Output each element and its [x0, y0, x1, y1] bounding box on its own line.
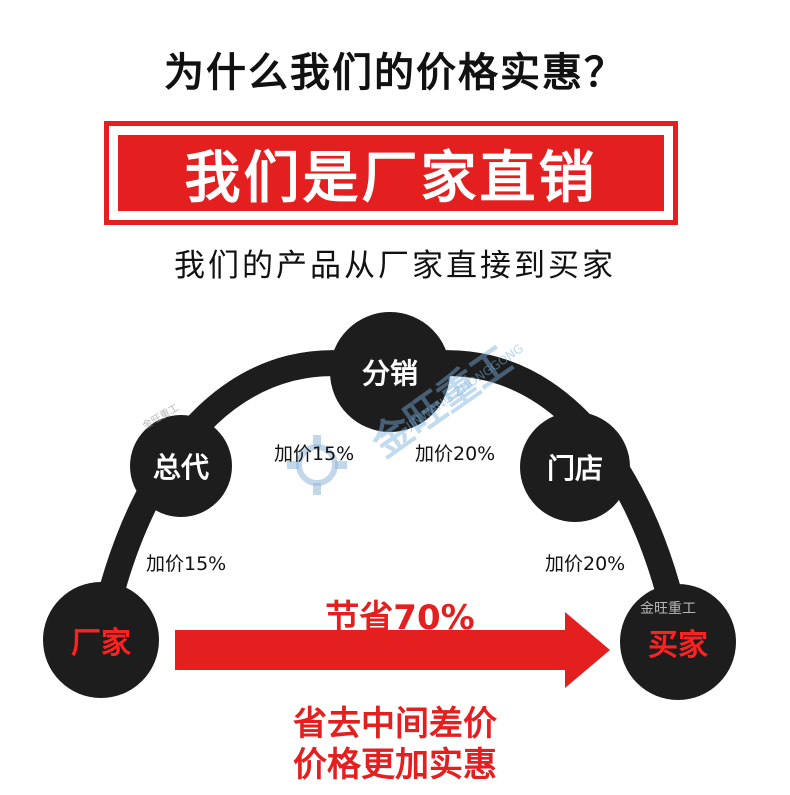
- banner-text: 我们是厂家直销: [184, 145, 598, 211]
- markup-store-to-buyer: 加价20%: [545, 553, 626, 575]
- page-title: 为什么我们的价格实惠？: [164, 50, 626, 96]
- saving-label: 节省70%: [325, 598, 475, 638]
- saving-arrow: [175, 612, 610, 688]
- banner-fill: 我们是厂家直销: [118, 135, 664, 211]
- node-factory: 厂家: [43, 582, 159, 698]
- node-factory-label: 厂家: [71, 626, 131, 661]
- node-buyer-label: 买家: [648, 628, 708, 663]
- markup-factory-to-agent: 加价15%: [146, 553, 227, 575]
- node-store-label: 门店: [546, 452, 603, 485]
- markup-agent-to-distribution: 加价15%: [274, 443, 355, 465]
- node-distribution-label: 分销: [361, 357, 418, 390]
- bottom-line-1: 省去中间差价: [293, 704, 497, 744]
- saving-arrow-head: [565, 612, 610, 688]
- node-general-agent-label: 总代: [152, 451, 209, 484]
- node-buyer: 买家: [620, 584, 736, 700]
- markup-distribution-to-store: 加价20%: [415, 443, 496, 465]
- saving-arrow-shaft: [175, 630, 570, 670]
- node-store: 门店: [520, 412, 630, 522]
- node-general-agent: 总代: [130, 415, 232, 517]
- gear-watermark-icon: [287, 435, 347, 495]
- watermark-small-2: 金旺重工: [640, 601, 696, 617]
- subtitle: 我们的产品从厂家直接到买家: [174, 248, 616, 284]
- bottom-line-2: 价格更加实惠: [293, 745, 497, 785]
- banner: 我们是厂家直销: [104, 121, 678, 225]
- node-distribution: 分销: [330, 312, 450, 432]
